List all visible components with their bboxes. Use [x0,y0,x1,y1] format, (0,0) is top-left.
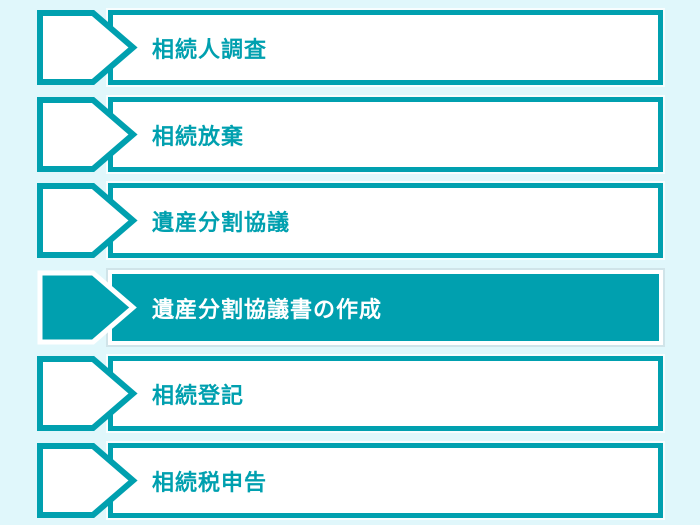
chevron-right-icon [37,97,138,172]
step-row-1: 相続人調査 [0,10,700,85]
step-box: 相続税申告 [108,443,663,518]
step-box: 相続登記 [108,356,663,431]
step-label: 遺産分割協議 [152,209,291,235]
step-box: 相続人調査 [108,10,663,85]
chevron-right-icon [37,183,138,258]
step-row-3: 遺産分割協議 [0,183,700,258]
step-box: 相続放棄 [108,97,663,172]
step-box-active: 遺産分割協議書の作成 [108,270,663,345]
step-box: 遺産分割協議 [108,183,663,258]
step-label: 相続人調査 [152,36,268,62]
step-row-6: 相続税申告 [0,443,700,518]
chevron-right-icon [37,10,138,85]
chevron-right-icon [37,270,137,345]
step-label: 相続税申告 [152,469,268,495]
step-row-5: 相続登記 [0,356,700,431]
chevron-right-icon [37,443,138,518]
step-label: 相続放棄 [152,123,245,149]
chevron-right-icon [37,356,138,431]
step-label: 相続登記 [152,382,245,408]
step-label: 遺産分割協議書の作成 [152,296,383,322]
step-row-4-active: 遺産分割協議書の作成 [0,270,700,345]
step-row-2: 相続放棄 [0,97,700,172]
